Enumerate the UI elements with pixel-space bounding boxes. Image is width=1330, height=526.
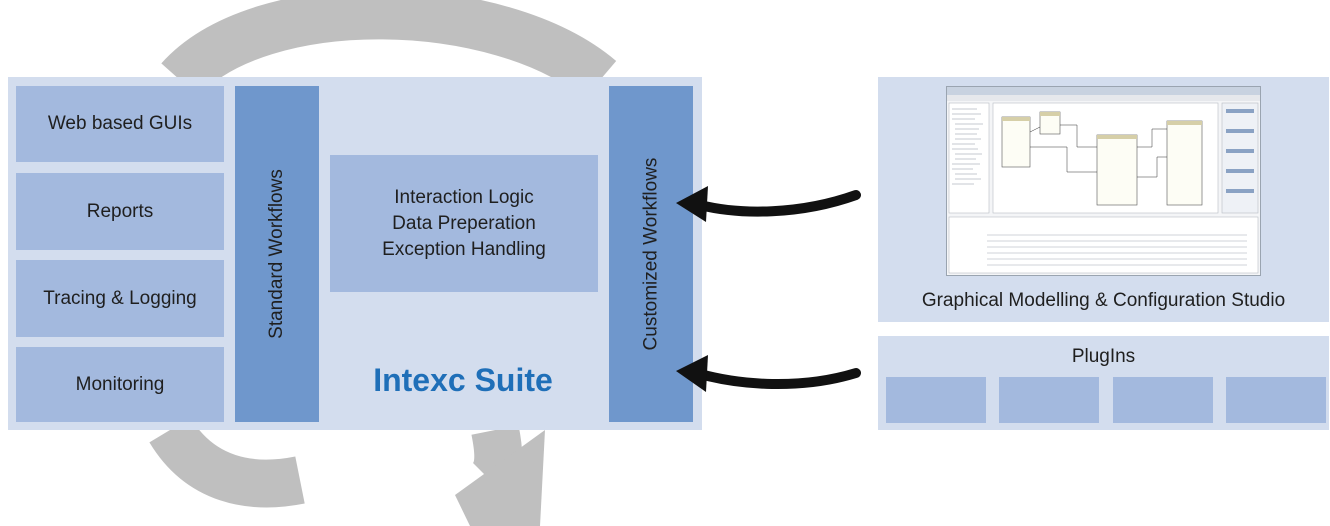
plugin-slot <box>1226 377 1326 423</box>
logic-line-interaction: Interaction Logic <box>394 186 534 208</box>
studio-screenshot-illustration <box>947 87 1260 274</box>
plugin-slot <box>1113 377 1213 423</box>
reports-label: Reports <box>86 200 154 222</box>
logic-line-exception-handling: Exception Handling <box>382 238 546 260</box>
plugins-to-workflows-arrow <box>695 368 861 390</box>
core-logic-box: Interaction Logic Data Preperation Excep… <box>330 155 598 292</box>
logic-line-data-preparation: Data Preperation <box>392 212 536 234</box>
monitoring-box: Monitoring <box>16 347 224 422</box>
plugins-arrowhead <box>676 355 708 392</box>
monitoring-label: Monitoring <box>75 373 165 395</box>
tracing-logging-box: Tracing & Logging <box>16 260 224 337</box>
plugin-slot <box>886 377 986 423</box>
studio-screenshot-image <box>946 86 1261 276</box>
standard-workflows-bar: Standard Workflows <box>235 86 319 422</box>
reports-box: Reports <box>16 173 224 250</box>
suite-title: Intexc Suite <box>373 361 553 398</box>
studio-to-workflows-arrow <box>695 190 861 217</box>
studio-arrowhead <box>676 186 708 222</box>
web-based-guis-box: Web based GUIs <box>16 86 224 162</box>
studio-label: Graphical Modelling & Configuration Stud… <box>921 290 1286 311</box>
tracing-logging-label: Tracing & Logging <box>43 287 197 309</box>
customized-workflows-bar: Customized Workflows <box>609 86 693 422</box>
plugins-label: PlugIns <box>1071 346 1136 367</box>
web-based-guis-label: Web based GUIs <box>47 113 193 134</box>
plugin-slot <box>999 377 1099 423</box>
